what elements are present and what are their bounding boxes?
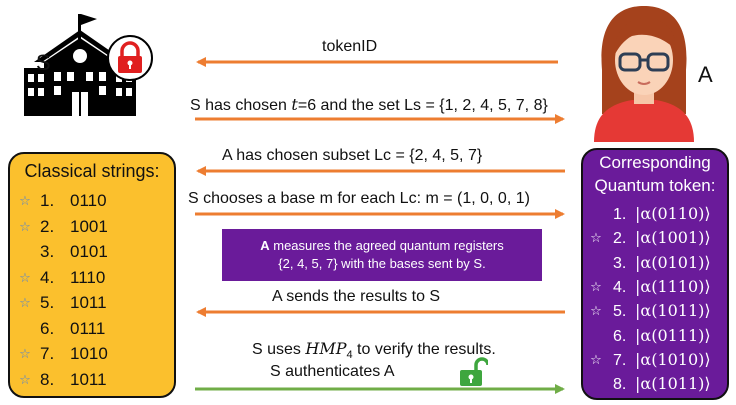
- unlock-icon: [460, 357, 488, 386]
- woman-avatar-icon: [594, 6, 694, 142]
- message-verify: S uses HMP4 to verify the results.: [252, 339, 496, 361]
- classical-strings-box: Classical strings: ☆ 1. 0110 ☆ 2. 1001 3. 0101 ☆…: [8, 152, 176, 398]
- star-icon: ☆: [19, 371, 31, 387]
- measure-box: A measures the agreed quantum registers …: [222, 229, 542, 281]
- quantum-token-number: 3.: [613, 254, 627, 272]
- star-icon: ☆: [19, 346, 31, 361]
- classical-string-number: 7.: [40, 344, 55, 363]
- measure-line-2: {2, 4, 5, 7} with the bases sent by S.: [278, 256, 486, 271]
- verify-suffix: to verify the results.: [352, 341, 496, 358]
- measure-line-1: A measures the agreed quantum registers: [222, 237, 542, 255]
- chosen-prefix: S has chosen: [190, 97, 292, 114]
- measure-bold: A: [260, 238, 270, 253]
- chosen-suffix: =6 and the set Ls = {1, 2, 4, 5, 7, 8}: [297, 97, 548, 114]
- chosen-t: t: [291, 95, 298, 114]
- quantum-token-number: 4.: [613, 278, 627, 296]
- classical-title: Classical strings:: [24, 161, 160, 181]
- quantum-title-line-1: Corresponding: [599, 153, 711, 172]
- message-results: A sends the results to S: [272, 288, 441, 305]
- message-bases: S chooses a base m for each Lc: m = (1, …: [188, 190, 530, 207]
- quantum-token-number: 2.: [613, 230, 627, 248]
- classical-string-value: 0101: [70, 242, 108, 261]
- quantum-token-row: ☆ 4. |α(1110)⟩: [590, 276, 711, 298]
- quantum-token-number: 7.: [613, 351, 627, 369]
- message-tokenid: tokenID: [322, 38, 378, 55]
- classical-string-row: 6. 0111: [40, 318, 105, 340]
- star-icon: ☆: [590, 303, 602, 319]
- star-icon: ☆: [590, 351, 602, 367]
- star-icon: ☆: [19, 269, 31, 285]
- classical-string-row: ☆ 2. 1001: [19, 216, 108, 238]
- quantum-token-row: ☆ 2. |α(1001)⟩: [590, 227, 711, 249]
- quantum-token-row: 6. |α(0111)⟩: [613, 325, 711, 347]
- classical-string-row: 3. 0101: [40, 241, 108, 263]
- classical-string-row: ☆ 5. 1011: [19, 292, 107, 314]
- classical-string-value: 0111: [70, 318, 106, 338]
- message-chosen-set: S has chosen t=6 and the set Ls = {1, 2,…: [190, 95, 548, 115]
- quantum-token-value: |α(0110)⟩: [635, 204, 711, 223]
- verify-sub: 4: [346, 349, 353, 362]
- classical-string-row: ☆ 1. 0110: [19, 190, 107, 212]
- server-label: S: [36, 50, 51, 75]
- classical-string-value: 1010: [70, 344, 108, 363]
- quantum-token-number: 5.: [613, 303, 627, 321]
- quantum-token-value: |α(1010)⟩: [635, 349, 711, 369]
- quantum-token-value: |α(1110)⟩: [635, 276, 711, 296]
- star-icon: ☆: [19, 218, 31, 234]
- quantum-token-row: ☆ 5. |α(1011)⟩: [590, 300, 711, 322]
- classical-string-value: 1011: [70, 293, 107, 312]
- classical-string-value: 0110: [70, 191, 107, 210]
- lock-icon: [107, 35, 153, 81]
- quantum-token-value: |α(1001)⟩: [635, 228, 711, 248]
- classical-string-number: 4.: [40, 267, 55, 287]
- message-authenticates: S authenticates A: [270, 363, 395, 380]
- quantum-token-row: 3. |α(0101)⟩: [613, 252, 711, 274]
- classical-string-value: 1011: [70, 369, 107, 389]
- classical-string-row: ☆ 8. 1011: [19, 369, 107, 391]
- quantum-token-row: 8. |α(1011)⟩: [613, 373, 711, 395]
- verify-prefix: S uses: [252, 341, 306, 358]
- star-icon: ☆: [590, 230, 602, 246]
- classical-string-number: 5.: [40, 293, 55, 312]
- classical-string-row: ☆ 4. 1110: [19, 267, 106, 289]
- classical-string-value: 1110: [70, 267, 106, 287]
- classical-string-number: 3.: [40, 242, 55, 261]
- quantum-token-value: |α(1011)⟩: [635, 374, 711, 394]
- message-subset: A has chosen subset Lc = {2, 4, 5, 7}: [222, 147, 483, 164]
- quantum-token-row: 1. |α(0110)⟩: [613, 203, 711, 225]
- quantum-token-row: ☆ 7. |α(1010)⟩: [590, 349, 711, 371]
- star-icon: ☆: [19, 193, 31, 208]
- classical-string-number: 2.: [40, 216, 55, 236]
- user-label: A: [698, 62, 713, 87]
- measure-rest: measures the agreed quantum registers: [269, 238, 504, 253]
- quantum-token-box: Corresponding Quantum token: 1. |α(0110)⟩…: [581, 148, 729, 400]
- star-icon: ☆: [590, 278, 602, 294]
- classical-string-number: 6.: [40, 318, 55, 338]
- verify-math: HMP: [305, 339, 347, 358]
- classical-string-number: 8.: [40, 369, 55, 389]
- quantum-token-number: 6.: [613, 327, 627, 345]
- classical-string-value: 1001: [70, 216, 108, 236]
- classical-string-number: 1.: [40, 191, 55, 210]
- quantum-token-value: |α(0111)⟩: [635, 325, 711, 345]
- quantum-token-value: |α(0101)⟩: [635, 252, 711, 272]
- quantum-token-number: 8.: [613, 376, 627, 394]
- star-icon: ☆: [19, 295, 31, 310]
- classical-string-row: ☆ 7. 1010: [19, 343, 108, 365]
- quantum-title-line-2: Quantum token:: [594, 176, 716, 195]
- quantum-token-value: |α(1011)⟩: [635, 301, 711, 321]
- quantum-token-number: 1.: [613, 206, 627, 223]
